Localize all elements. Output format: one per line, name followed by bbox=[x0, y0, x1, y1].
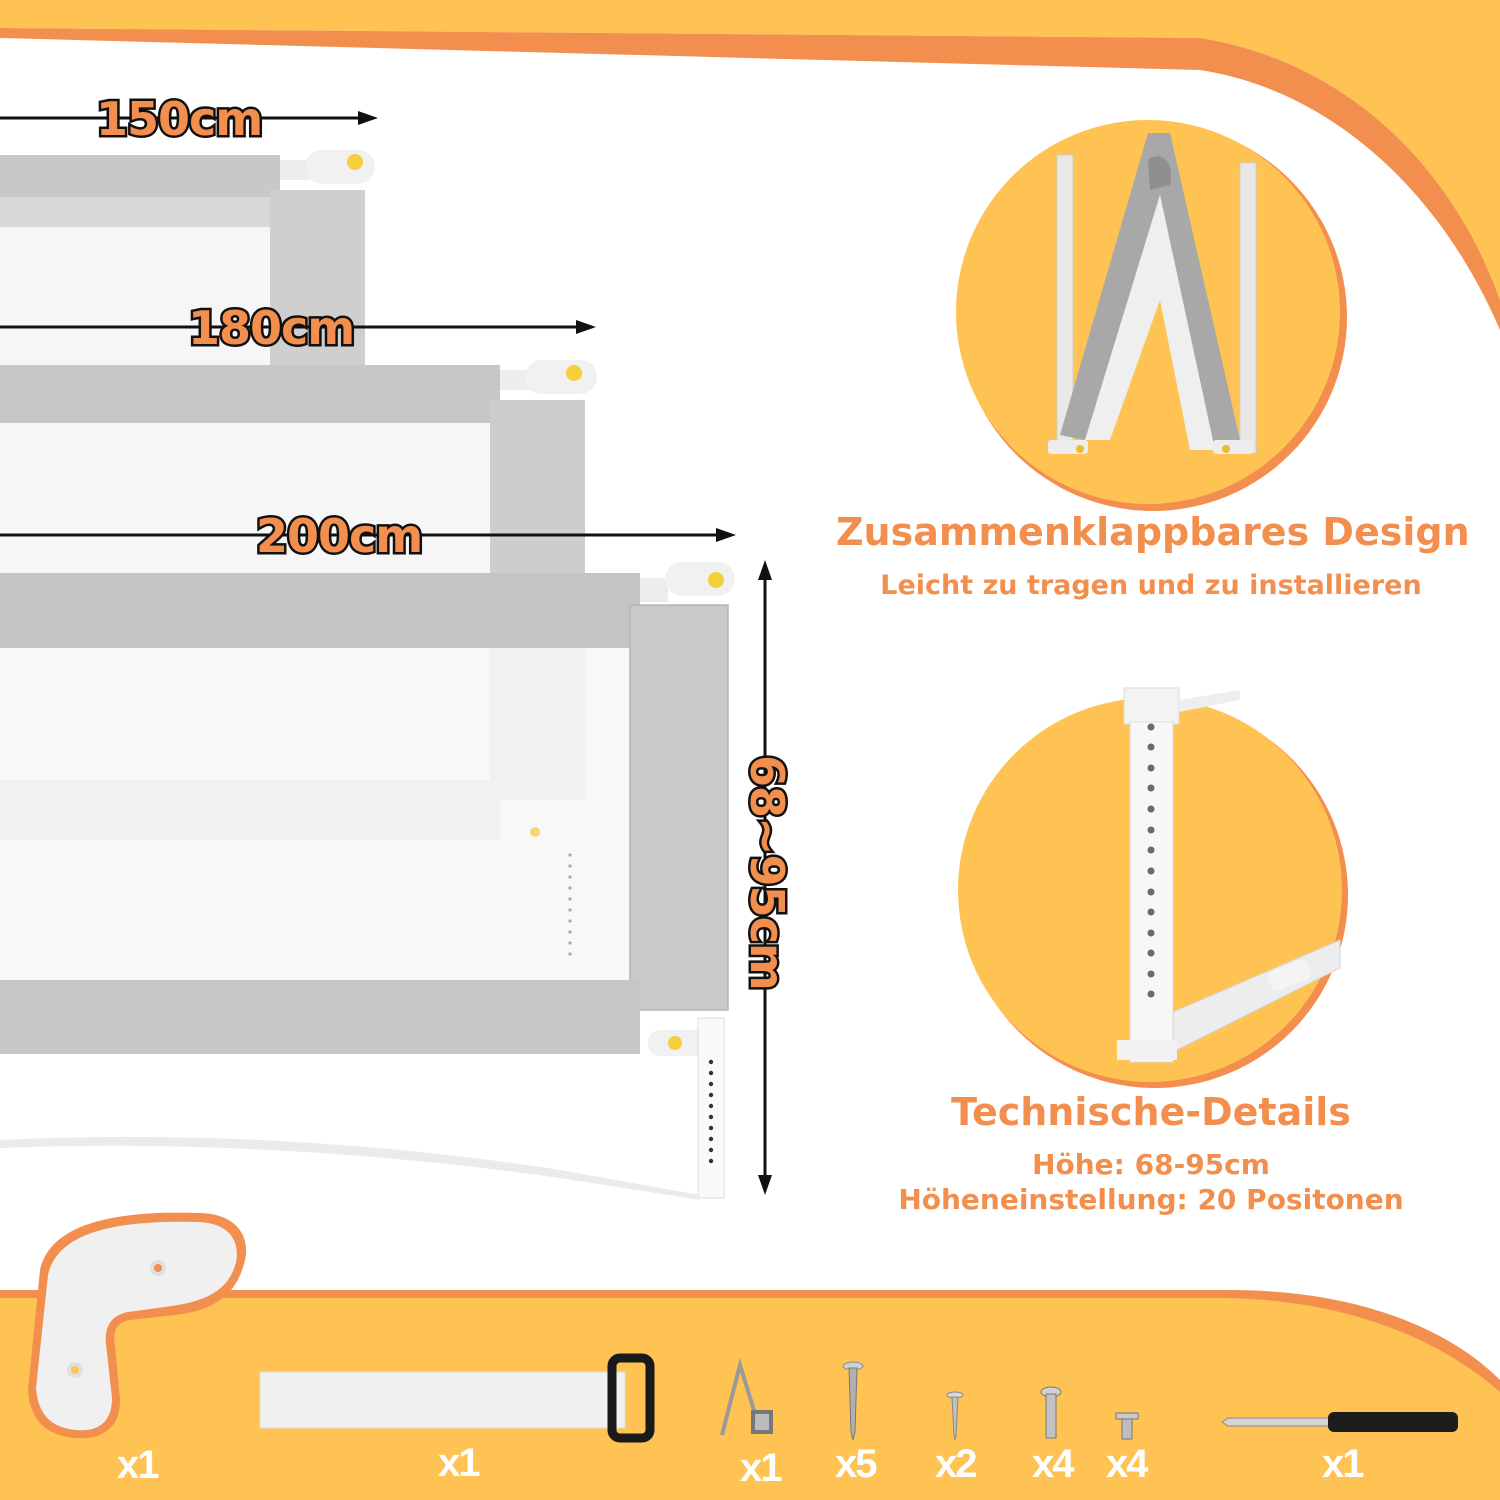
width-label-200: 200cm bbox=[253, 509, 425, 563]
long-screw-icon bbox=[842, 1361, 864, 1441]
qty-l-bracket: x1 bbox=[117, 1443, 159, 1487]
short-screw-icon bbox=[946, 1391, 964, 1441]
qty-screwdriver: x1 bbox=[1322, 1442, 1364, 1486]
qty-short-bolt: x4 bbox=[1106, 1442, 1148, 1486]
qty-short-screw: x2 bbox=[935, 1442, 977, 1486]
machine-bolt-icon bbox=[1040, 1386, 1062, 1439]
rail-200cm bbox=[0, 562, 735, 1200]
strap-icon bbox=[259, 1353, 655, 1443]
spring-clip-icon bbox=[720, 1357, 773, 1436]
qty-machine-bolt: x4 bbox=[1032, 1442, 1074, 1486]
qty-long-screw: x5 bbox=[835, 1442, 877, 1486]
l-bracket-icon bbox=[28, 1212, 247, 1439]
feature-subtitle-foldable: Leicht zu tragen und zu installieren bbox=[880, 570, 1422, 601]
feature-title-foldable: Zusammenklappbares Design bbox=[836, 510, 1470, 554]
screwdriver-icon bbox=[1221, 1412, 1458, 1432]
qty-strap: x1 bbox=[438, 1441, 480, 1485]
dimension-arrows bbox=[0, 111, 772, 1195]
spec-height: Höhe: 68-95cm bbox=[1032, 1148, 1270, 1181]
spec-height-positions: Höheneinstellung: 20 Positonen bbox=[898, 1183, 1404, 1216]
feature-title-technical: Technische-Details bbox=[951, 1090, 1351, 1134]
width-label-180: 180cm bbox=[185, 301, 357, 355]
qty-spring-clip: x1 bbox=[740, 1446, 782, 1490]
width-label-150: 150cm bbox=[93, 92, 265, 146]
short-bolt-icon bbox=[1115, 1412, 1139, 1440]
rail-150cm bbox=[0, 150, 375, 370]
